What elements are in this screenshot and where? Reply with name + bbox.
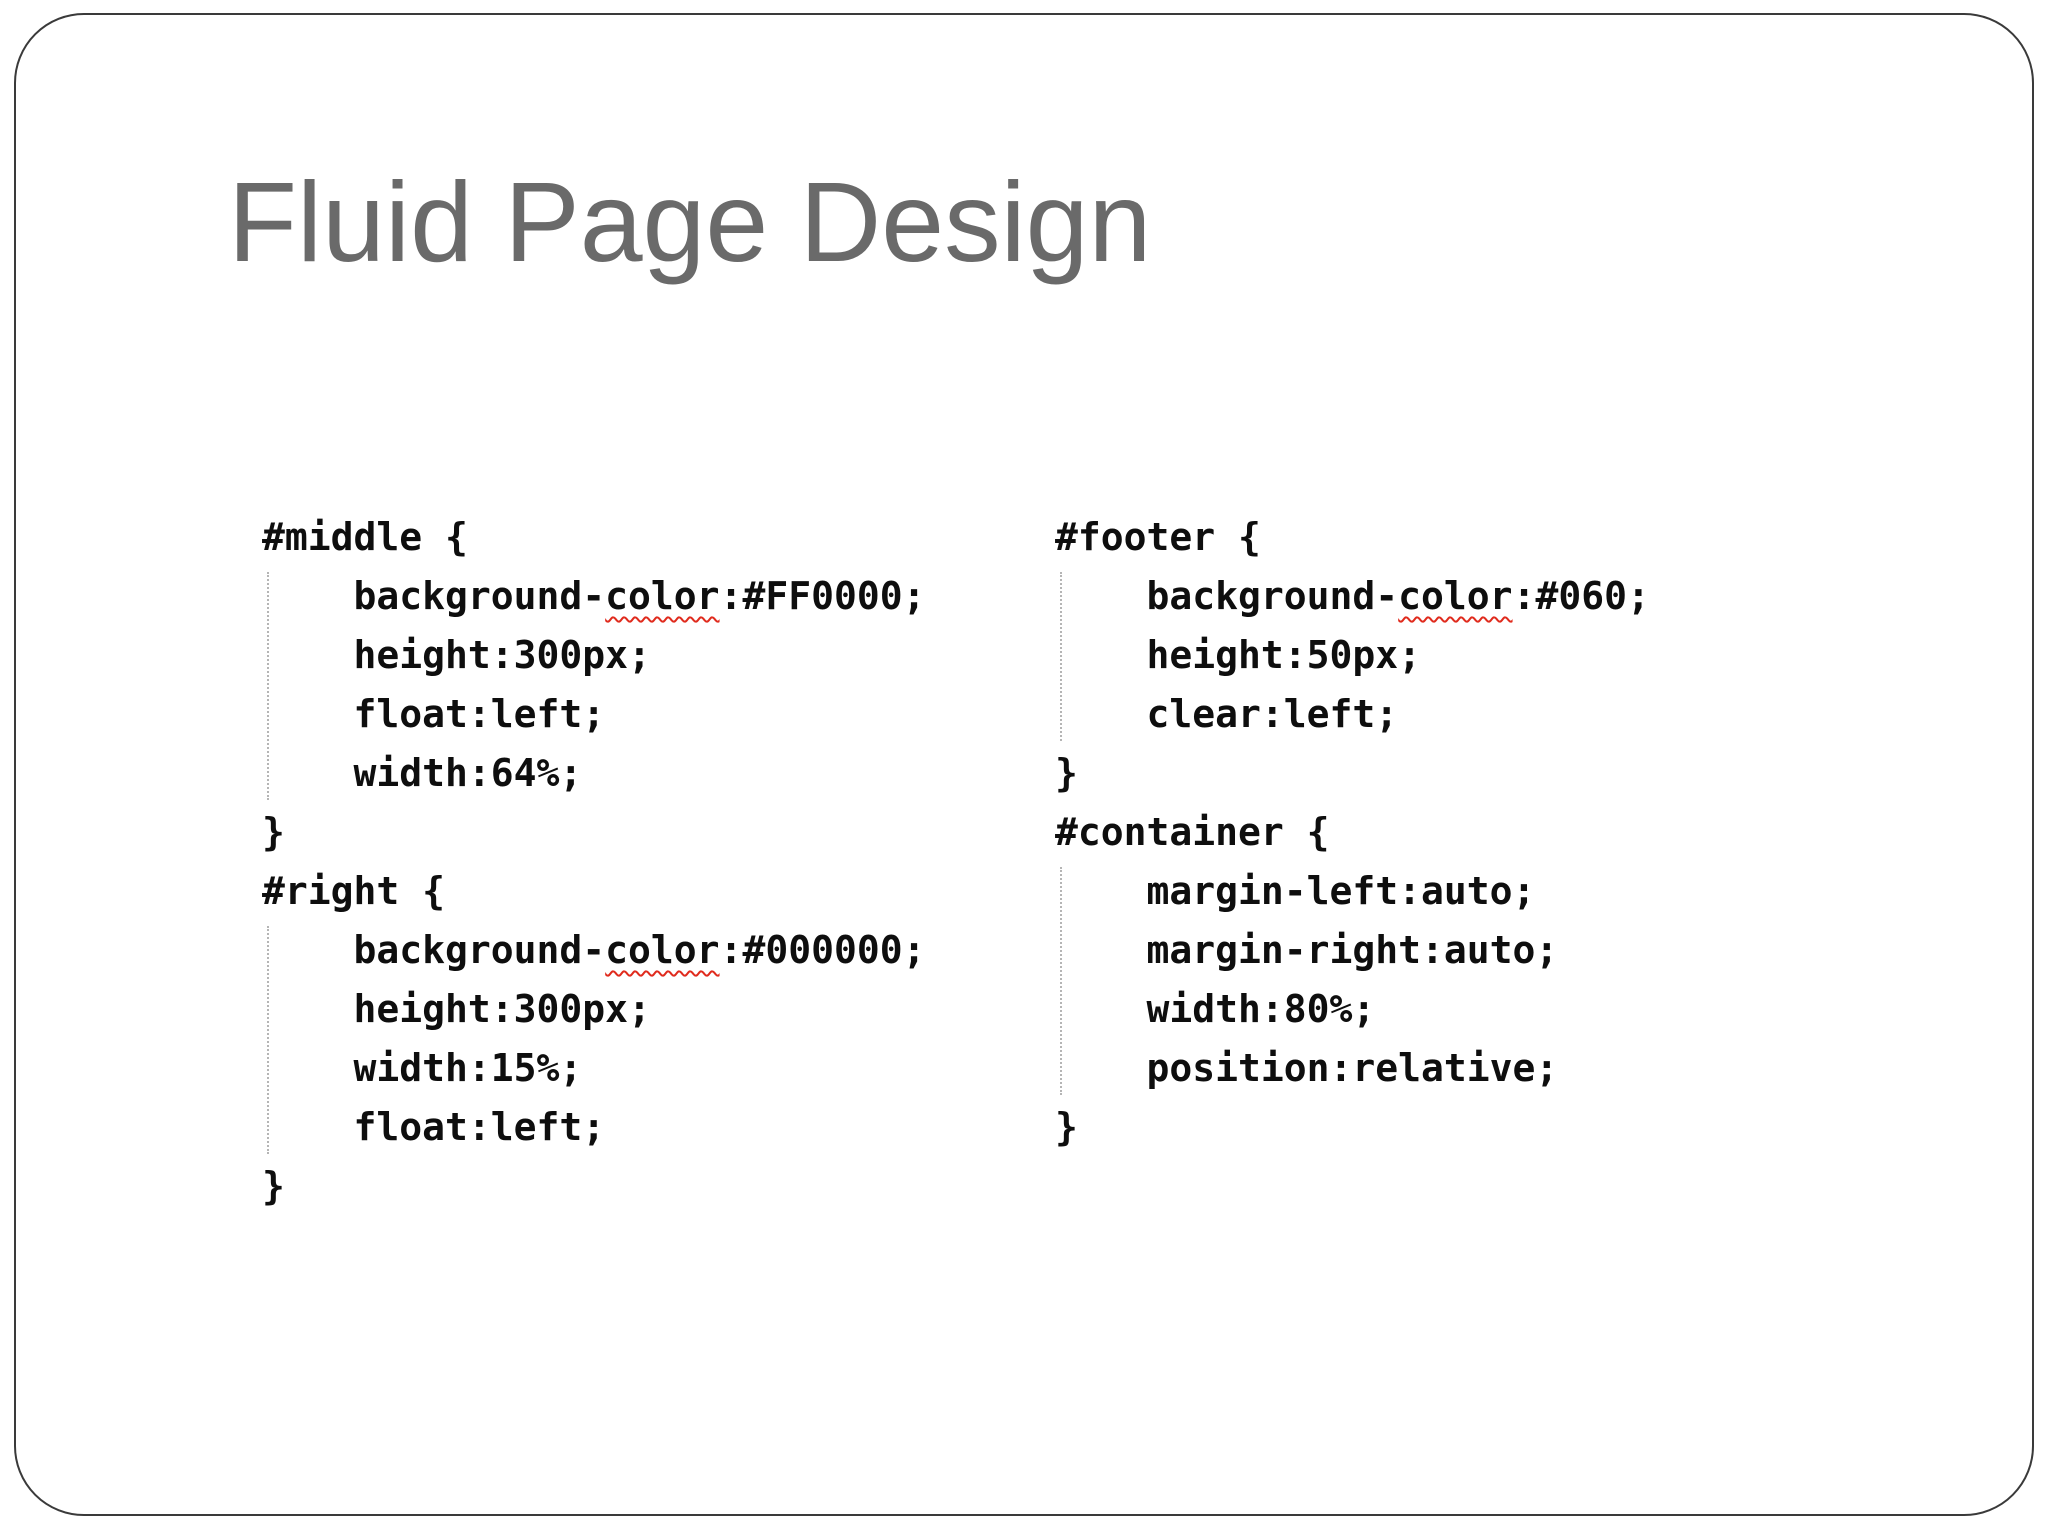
code-line: #right { — [262, 862, 925, 921]
code-line: } — [1055, 1098, 1650, 1157]
code-line: float:left; — [262, 1098, 925, 1157]
code-text: height:50px; — [1055, 633, 1422, 677]
code-line: height:50px; — [1055, 626, 1650, 685]
code-line: background-color:#FF0000; — [262, 567, 926, 626]
code-line: #container { — [1055, 803, 1650, 862]
code-line: #footer { — [1055, 508, 1650, 567]
code-line: float:left; — [262, 685, 925, 744]
code-text: :#FF0000; — [719, 574, 926, 618]
code-text: #right { — [262, 869, 446, 913]
css-rule-block: #right { background-color:#000000; heigh… — [262, 862, 925, 1216]
code-line: } — [262, 1157, 925, 1216]
code-line: width:15%; — [262, 1039, 925, 1098]
code-text: :#000000; — [719, 928, 926, 972]
code-line: background-color:#000000; — [262, 921, 926, 980]
css-rule-block: #container { margin-left:auto; margin-ri… — [1055, 803, 1650, 1157]
code-text: height:300px; — [262, 987, 651, 1031]
code-text: } — [1055, 751, 1078, 795]
code-text: width:15%; — [262, 1046, 583, 1090]
code-text: :#060; — [1512, 574, 1650, 618]
code-column-right: #footer { background-color:#060; height:… — [1055, 508, 1650, 1157]
css-rule-block: #footer { background-color:#060; height:… — [1055, 508, 1650, 803]
code-line: #middle { — [262, 508, 925, 567]
code-column-left: #middle { background-color:#FF0000; heig… — [262, 508, 925, 1216]
misspelled-word: color — [1398, 574, 1513, 618]
misspelled-word: color — [605, 928, 720, 972]
code-line: height:300px; — [262, 980, 925, 1039]
code-text: background- — [1055, 574, 1399, 618]
code-line: background-color:#060; — [1055, 567, 1650, 626]
misspelled-word: color — [605, 574, 720, 618]
css-rule-block: #middle { background-color:#FF0000; heig… — [262, 508, 925, 862]
code-text: } — [262, 1164, 285, 1208]
code-text: float:left; — [262, 1105, 606, 1149]
code-text: #middle { — [262, 515, 468, 559]
code-line: clear:left; — [1055, 685, 1650, 744]
code-text: background- — [262, 574, 606, 618]
code-text: #footer { — [1055, 515, 1261, 559]
code-line: margin-right:auto; — [1055, 921, 1650, 980]
code-text: } — [1055, 1105, 1078, 1149]
code-line: } — [262, 803, 925, 862]
code-text: } — [262, 810, 285, 854]
code-line: margin-left:auto; — [1055, 862, 1650, 921]
code-text: clear:left; — [1055, 692, 1399, 736]
code-line: } — [1055, 744, 1650, 803]
code-text: width:80%; — [1055, 987, 1376, 1031]
code-text: margin-right:auto; — [1055, 928, 1559, 972]
code-text: background- — [262, 928, 606, 972]
code-text: float:left; — [262, 692, 606, 736]
code-text: margin-left:auto; — [1055, 869, 1536, 913]
code-line: width:64%; — [262, 744, 925, 803]
code-line: width:80%; — [1055, 980, 1650, 1039]
code-text: #container { — [1055, 810, 1330, 854]
code-text: height:300px; — [262, 633, 651, 677]
code-line: height:300px; — [262, 626, 925, 685]
code-text: width:64%; — [262, 751, 583, 795]
slide-title: Fluid Page Design — [228, 159, 1152, 285]
code-line: position:relative; — [1055, 1039, 1650, 1098]
code-text: position:relative; — [1055, 1046, 1559, 1090]
